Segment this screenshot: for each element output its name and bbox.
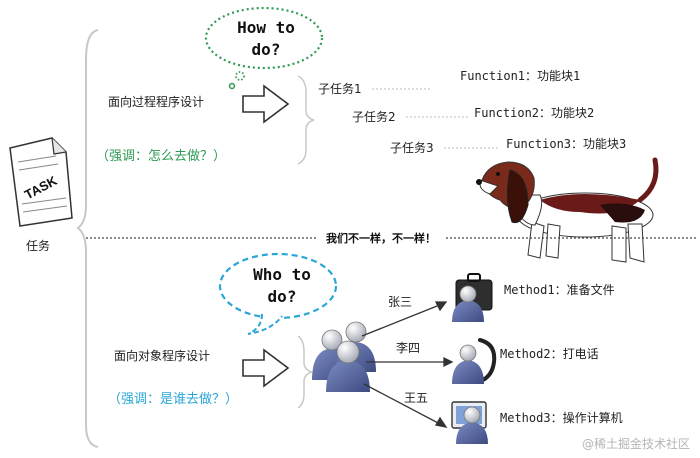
procedural-emphasis: （强调：怎么去做？） (96, 149, 226, 164)
who-to-do-bubble: Who to do? (218, 252, 338, 335)
subtask-1: 子任务1 (318, 81, 362, 96)
who-to-line2: do? (268, 287, 297, 306)
person-with-briefcase-icon (452, 273, 493, 322)
divider-label-bg (318, 229, 444, 247)
divider-text: 我们不一样，不一样！ (326, 231, 436, 245)
person-2-name: 李四 (396, 340, 420, 355)
people-group-icon (312, 321, 376, 392)
person-1-name: 张三 (388, 295, 412, 309)
person-with-computer-icon (451, 401, 488, 444)
function-2: Function2：功能块2 (474, 106, 594, 120)
how-to-do-bubble: How to do? (204, 6, 324, 90)
function-3: Function3：功能块3 (506, 137, 626, 151)
procedural-label: 面向过程程序设计 (108, 94, 204, 109)
object-oriented-label: 面向对象程序设计 (114, 348, 210, 363)
procedural-arrow-icon (242, 84, 290, 124)
subtask-brace (297, 75, 315, 165)
method-3: Method3：操作计算机 (500, 410, 623, 425)
subtask-3: 子任务3 (390, 140, 434, 155)
who-to-line1: Who to (253, 265, 311, 284)
task-label: 任务 (26, 238, 50, 253)
object-oriented-emphasis: （强调：是谁去做？） (108, 392, 238, 407)
how-to-line1: How to (237, 18, 295, 37)
function-1: Function1：功能块1 (460, 69, 580, 83)
arrows (361, 301, 454, 428)
how-to-line2: do? (252, 40, 281, 59)
object-oriented-arrow-icon (242, 348, 290, 388)
basset-hound-illustration (476, 157, 659, 263)
task-document-icon: TASK (9, 137, 73, 227)
person-3-name: 王五 (404, 391, 428, 405)
object-brace (297, 335, 313, 409)
method-1: Method1：准备文件 (504, 282, 615, 297)
subtask-2: 子任务2 (352, 109, 396, 124)
method-2: Method2：打电话 (500, 347, 599, 361)
watermark: @稀土掘金技术社区 (582, 436, 690, 451)
left-brace (76, 29, 99, 448)
person-with-phone-icon (452, 338, 497, 384)
